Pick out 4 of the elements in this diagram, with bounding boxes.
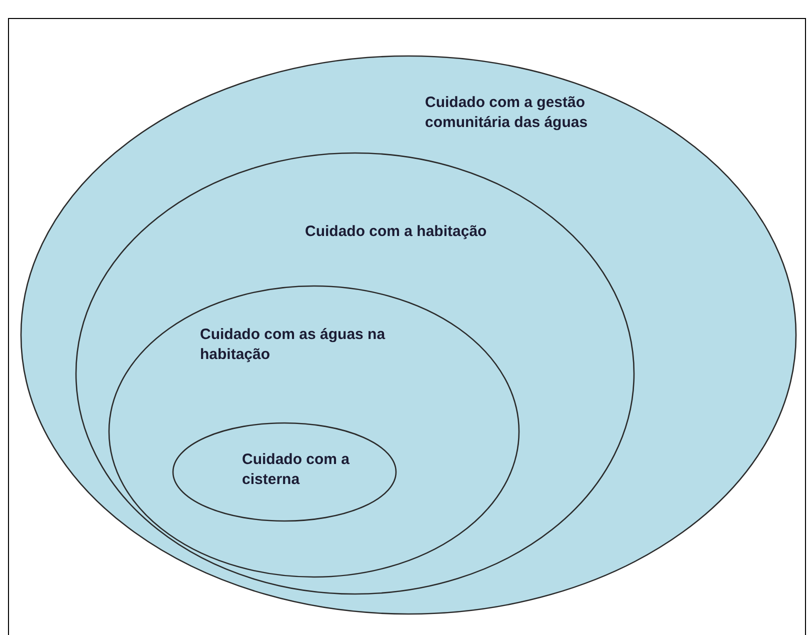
ellipse-label: Cuidado com a cisterna <box>242 450 351 490</box>
ellipse-label: Cuidado com a habitação <box>305 222 488 242</box>
ellipse-label: Cuidado com a gestão comunitária das águas <box>425 93 589 133</box>
ellipse-label: Cuidado com as águas na habitação <box>200 325 386 365</box>
